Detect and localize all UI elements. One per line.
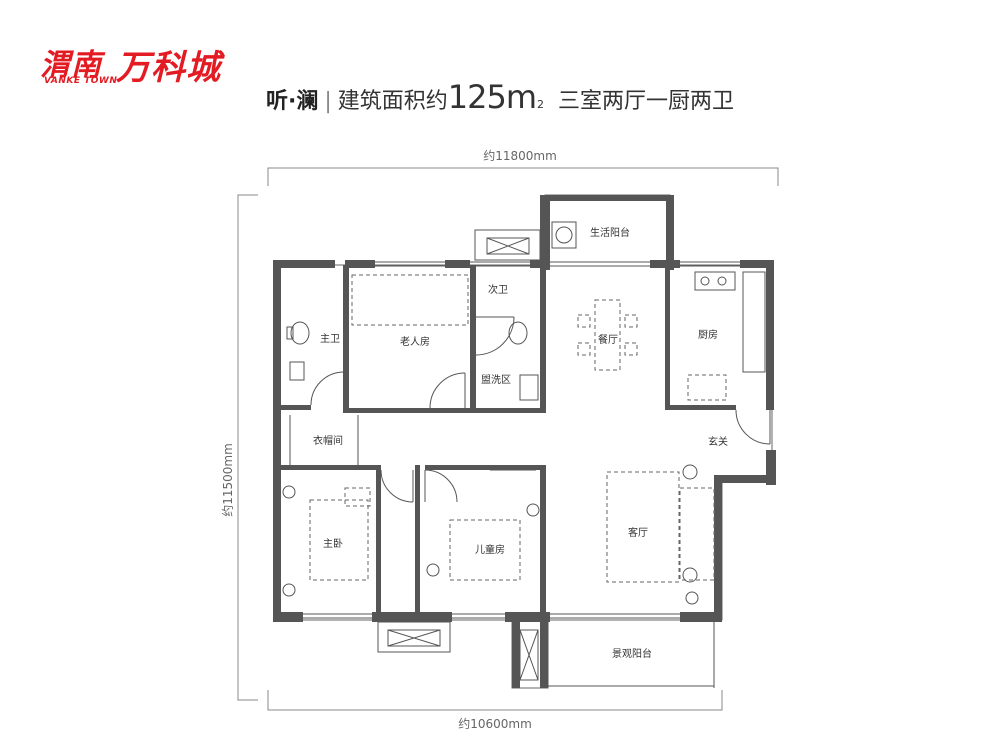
label-kids-room: 儿童房 (475, 543, 505, 556)
layout-type: 三室两厅一厨两卫 (558, 89, 735, 114)
label-master-bath: 主卫 (320, 333, 340, 345)
label-service-balcony: 生活阳台 (590, 226, 630, 239)
label-living-room: 客厅 (628, 526, 648, 539)
area-unit: m (505, 78, 538, 116)
label-cloakroom: 衣帽间 (313, 434, 343, 447)
label-entrance: 玄关 (708, 435, 728, 448)
dim-bottom-text: 约10600mm (458, 716, 532, 731)
page-title: 听·澜|建筑面积约125m2 三室两厅一厨两卫 (0, 78, 1000, 116)
title-separator: | (324, 89, 332, 114)
dim-bottom-line (267, 690, 723, 711)
label-dining: 餐厅 (598, 333, 618, 346)
fixtures (282, 221, 766, 605)
dim-left-line (237, 194, 258, 701)
logo-city-text: 渭南 (40, 48, 102, 83)
label-second-bath: 次卫 (488, 283, 508, 296)
brand-logo: 渭南 万科城 VANKE TOWN (40, 40, 250, 90)
label-master-bedroom: 主卧 (323, 537, 343, 550)
area-superscript: 2 (537, 98, 545, 111)
logo-brand-text: 万科城 (116, 48, 221, 88)
logo-english-text: VANKE TOWN (44, 76, 118, 86)
windows (303, 261, 740, 688)
walls (273, 195, 776, 688)
label-kitchen: 厨房 (698, 328, 718, 341)
area-label: 建筑面积约 (337, 89, 448, 114)
dimension-lines (237, 167, 779, 711)
dim-left-text: 约11500mm (220, 443, 235, 517)
bay-windows (377, 229, 541, 681)
unit-name: 听·澜 (265, 89, 319, 114)
label-elder-room: 老人房 (400, 335, 430, 348)
dim-top-line (267, 167, 779, 186)
furniture (309, 274, 727, 583)
label-washing-area: 盥洗区 (481, 374, 511, 386)
door-swings (310, 316, 771, 503)
area-value: 125 (447, 78, 507, 116)
dim-top-text: 约11800mm (483, 148, 557, 163)
label-view-balcony: 景观阳台 (612, 647, 652, 660)
room-labels: 生活阳台 次卫 主卫 老人房 盥洗区 餐厅 厨房 衣帽间 玄关 主卧 儿童房 客… (313, 226, 728, 660)
